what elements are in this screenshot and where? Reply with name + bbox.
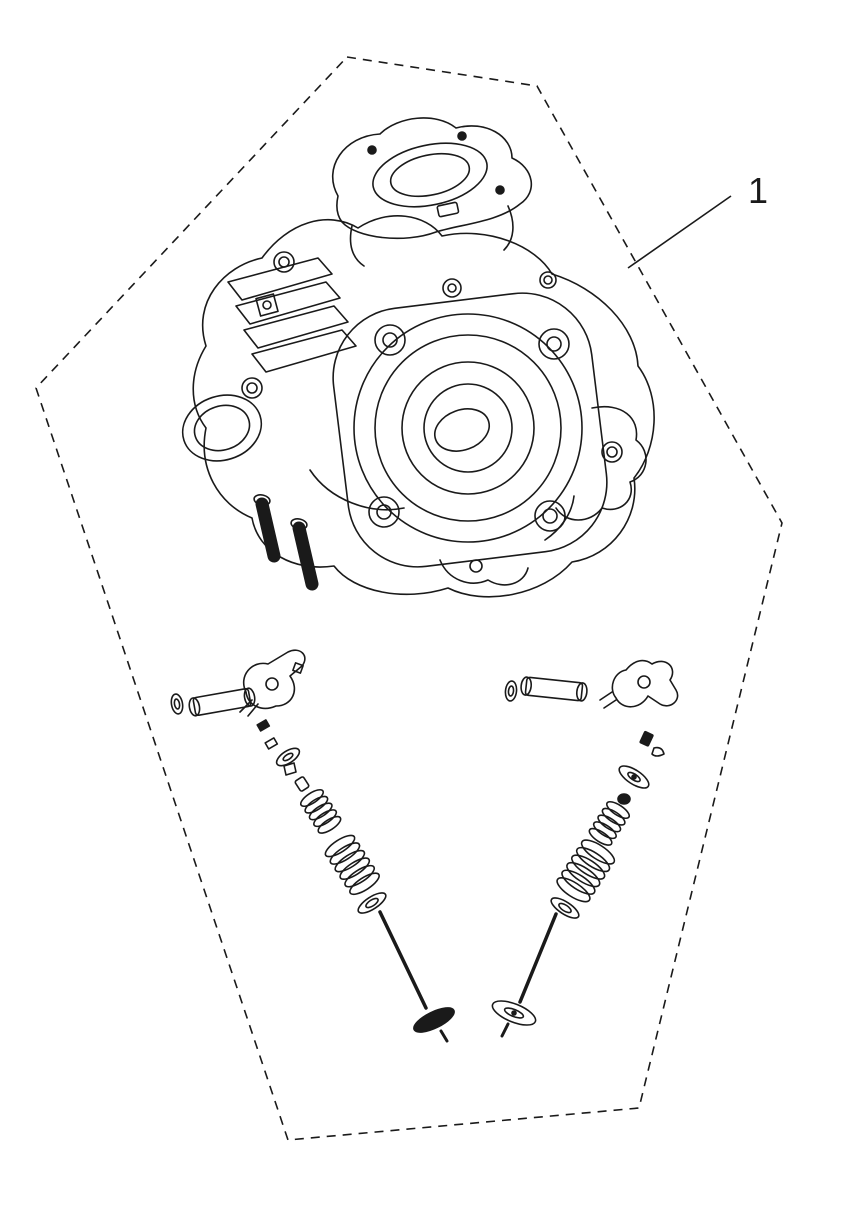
spring-retainer-right [618, 765, 650, 789]
valve-head [491, 1000, 537, 1026]
cover-boss [436, 201, 460, 218]
valve-keepers-right [639, 730, 665, 757]
cam-chamber-flange [332, 292, 608, 568]
cylinder-head-assembly [181, 117, 655, 598]
rocker-shaft-left [188, 687, 256, 717]
exhaust-valve-train [491, 659, 679, 1038]
mounting-studs [253, 494, 319, 591]
cooling-fin [235, 281, 341, 325]
shaft-washer-right [504, 680, 518, 702]
cover-bolt [367, 145, 377, 155]
valve-stem-seal-left [294, 776, 310, 792]
valve-cover [332, 117, 533, 267]
spring-seat-right [550, 897, 580, 919]
rocker-shaft-right [520, 676, 588, 702]
shaft-washer-left [170, 693, 184, 715]
intake-valve [378, 910, 455, 1043]
boundary-dashed-outline [35, 56, 783, 1141]
intake-valve-train [170, 649, 455, 1043]
rocker-arm-right [599, 659, 679, 709]
diagram-artwork [170, 117, 679, 1043]
valve-keepers-left [256, 719, 279, 750]
valve-head [413, 1007, 455, 1033]
cover-bolt [457, 131, 467, 141]
flange-bolt-lobes [368, 324, 570, 532]
intake-port-flange [181, 394, 263, 462]
callout-label: 1 [748, 170, 768, 211]
bottom-lug [439, 559, 529, 586]
callout-1: 1 [627, 170, 768, 269]
bolt-bosses [241, 251, 557, 399]
valve-stem-seal-right [617, 793, 631, 805]
mounting-stud [255, 497, 281, 563]
outer-valve-spring-right [556, 839, 616, 903]
fin-boss [255, 293, 279, 317]
mounting-stud [292, 521, 319, 591]
cover-bolt [495, 185, 505, 195]
exhaust-valve [491, 912, 558, 1038]
outer-valve-spring-left [324, 834, 380, 896]
spring-seat-left [357, 892, 387, 914]
right-mounting-lug [555, 405, 647, 521]
inner-valve-spring-left [299, 788, 342, 834]
adjuster-screw [292, 662, 304, 674]
spring-retainer-left [275, 747, 301, 776]
cooling-fin [251, 329, 357, 373]
rocker-arm-left [239, 649, 306, 717]
callout-leader-line [627, 195, 732, 269]
cooling-fin [243, 305, 349, 349]
inner-valve-spring-right [588, 800, 631, 846]
